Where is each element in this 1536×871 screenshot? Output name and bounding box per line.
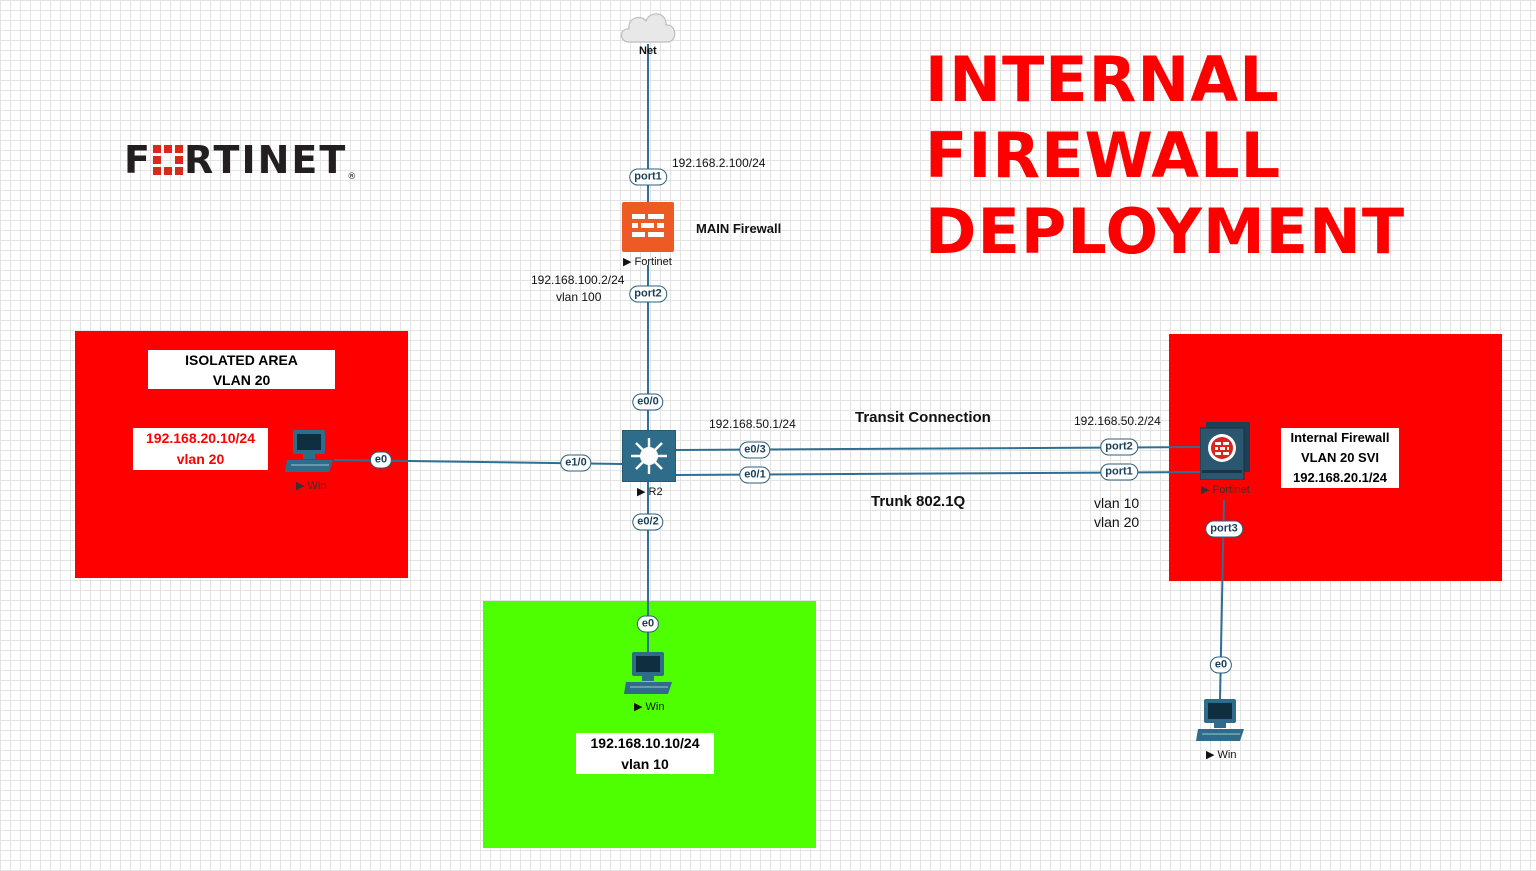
pc-isolated-icon[interactable] [283, 428, 337, 476]
pc-vlan10-caption: ▶ Win [634, 701, 665, 713]
logo-letter-f: F [124, 138, 152, 182]
pc-isolated-caption: ▶ Win [296, 480, 327, 492]
diagram-title: INTERNAL FIREWALL DEPLOYMENT [925, 42, 1405, 270]
port-r2-e03[interactable]: e0/3 [739, 441, 771, 459]
internal-info-line-3: 192.168.20.1/24 [1293, 470, 1387, 485]
isolated-pc-ip: 192.168.20.10/24 [146, 430, 255, 446]
port-main-port1[interactable]: port1 [629, 168, 667, 186]
internal-info-line-2: VLAN 20 SVI [1300, 450, 1380, 465]
port-pc-isolated-e0[interactable]: e0 [369, 451, 393, 469]
port-r2-e02[interactable]: e0/2 [632, 513, 664, 531]
internal-info-line-1: Internal Firewall [1290, 430, 1390, 445]
port-internal-port3[interactable]: port3 [1205, 520, 1243, 538]
r2-caption: ▶ R2 [637, 486, 663, 498]
main-port2-vlan: vlan 100 [556, 290, 602, 304]
title-line-3: DEPLOYMENT [925, 195, 1406, 268]
isolated-pc-info: 192.168.20.10/24 vlan 20 [133, 428, 268, 470]
pc-internal-icon[interactable] [1194, 697, 1248, 745]
cloud-label: Net [639, 45, 657, 57]
isolated-heading-line-2: VLAN 20 [212, 372, 271, 388]
vlan10-pc-ip: 192.168.10.10/24 [590, 735, 700, 751]
internal-firewall-caption: ▶ Fortinet [1201, 484, 1250, 496]
r2-e03-ip: 192.168.50.1/24 [709, 417, 796, 431]
main-firewall-name: MAIN Firewall [696, 221, 782, 236]
isolated-area-heading: ISOLATED AREA VLAN 20 [148, 350, 335, 389]
title-line-2: FIREWALL [925, 119, 1282, 192]
pc-vlan10-icon[interactable] [622, 650, 676, 698]
trunk-vlan-10: vlan 10 [1094, 495, 1140, 511]
isolated-pc-vlan: vlan 20 [176, 451, 225, 467]
port-pc-internal-e0[interactable]: e0 [1209, 656, 1233, 674]
r2-switch-icon[interactable] [622, 430, 676, 482]
main-port2-ip: 192.168.100.2/24 [531, 273, 625, 287]
main-firewall-icon[interactable] [622, 202, 674, 252]
port-internal-port1[interactable]: port1 [1100, 463, 1138, 481]
isolated-heading-line-1: ISOLATED AREA [185, 352, 298, 368]
port-internal-port2[interactable]: port2 [1100, 438, 1138, 456]
vlan10-pc-info: 192.168.10.10/24 vlan 10 [576, 733, 714, 774]
vlan10-zone [483, 601, 816, 848]
vlan10-pc-vlan: vlan 10 [621, 756, 669, 772]
trunk-vlan-20: vlan 20 [1094, 514, 1140, 530]
port-pc-vlan10-e0[interactable]: e0 [636, 615, 660, 633]
internal-firewall-icon[interactable] [1200, 422, 1250, 480]
transit-connection-label: Transit Connection [855, 409, 991, 426]
port-r2-e10[interactable]: e1/0 [560, 454, 592, 472]
port-r2-e01[interactable]: e0/1 [739, 466, 771, 484]
main-firewall-caption: ▶ Fortinet [623, 256, 672, 268]
logo-letters-rtinet: RTINET [183, 138, 348, 182]
logo-trademark: ® [347, 172, 359, 182]
port-r2-e00[interactable]: e0/0 [632, 393, 664, 411]
pc-internal-caption: ▶ Win [1206, 749, 1237, 761]
cloud-icon[interactable] [617, 6, 679, 46]
internal-port2-ip: 192.168.50.2/24 [1074, 414, 1161, 428]
internal-firewall-info: Internal Firewall VLAN 20 SVI 192.168.20… [1281, 428, 1399, 488]
fortinet-logo: F RTINET® [124, 138, 358, 182]
title-line-1: INTERNAL [925, 43, 1280, 116]
trunk-label: Trunk 802.1Q [871, 493, 966, 510]
port-main-port2[interactable]: port2 [629, 285, 667, 303]
main-port1-ip: 192.168.2.100/24 [672, 156, 766, 170]
logo-o-grid-icon [152, 145, 183, 175]
